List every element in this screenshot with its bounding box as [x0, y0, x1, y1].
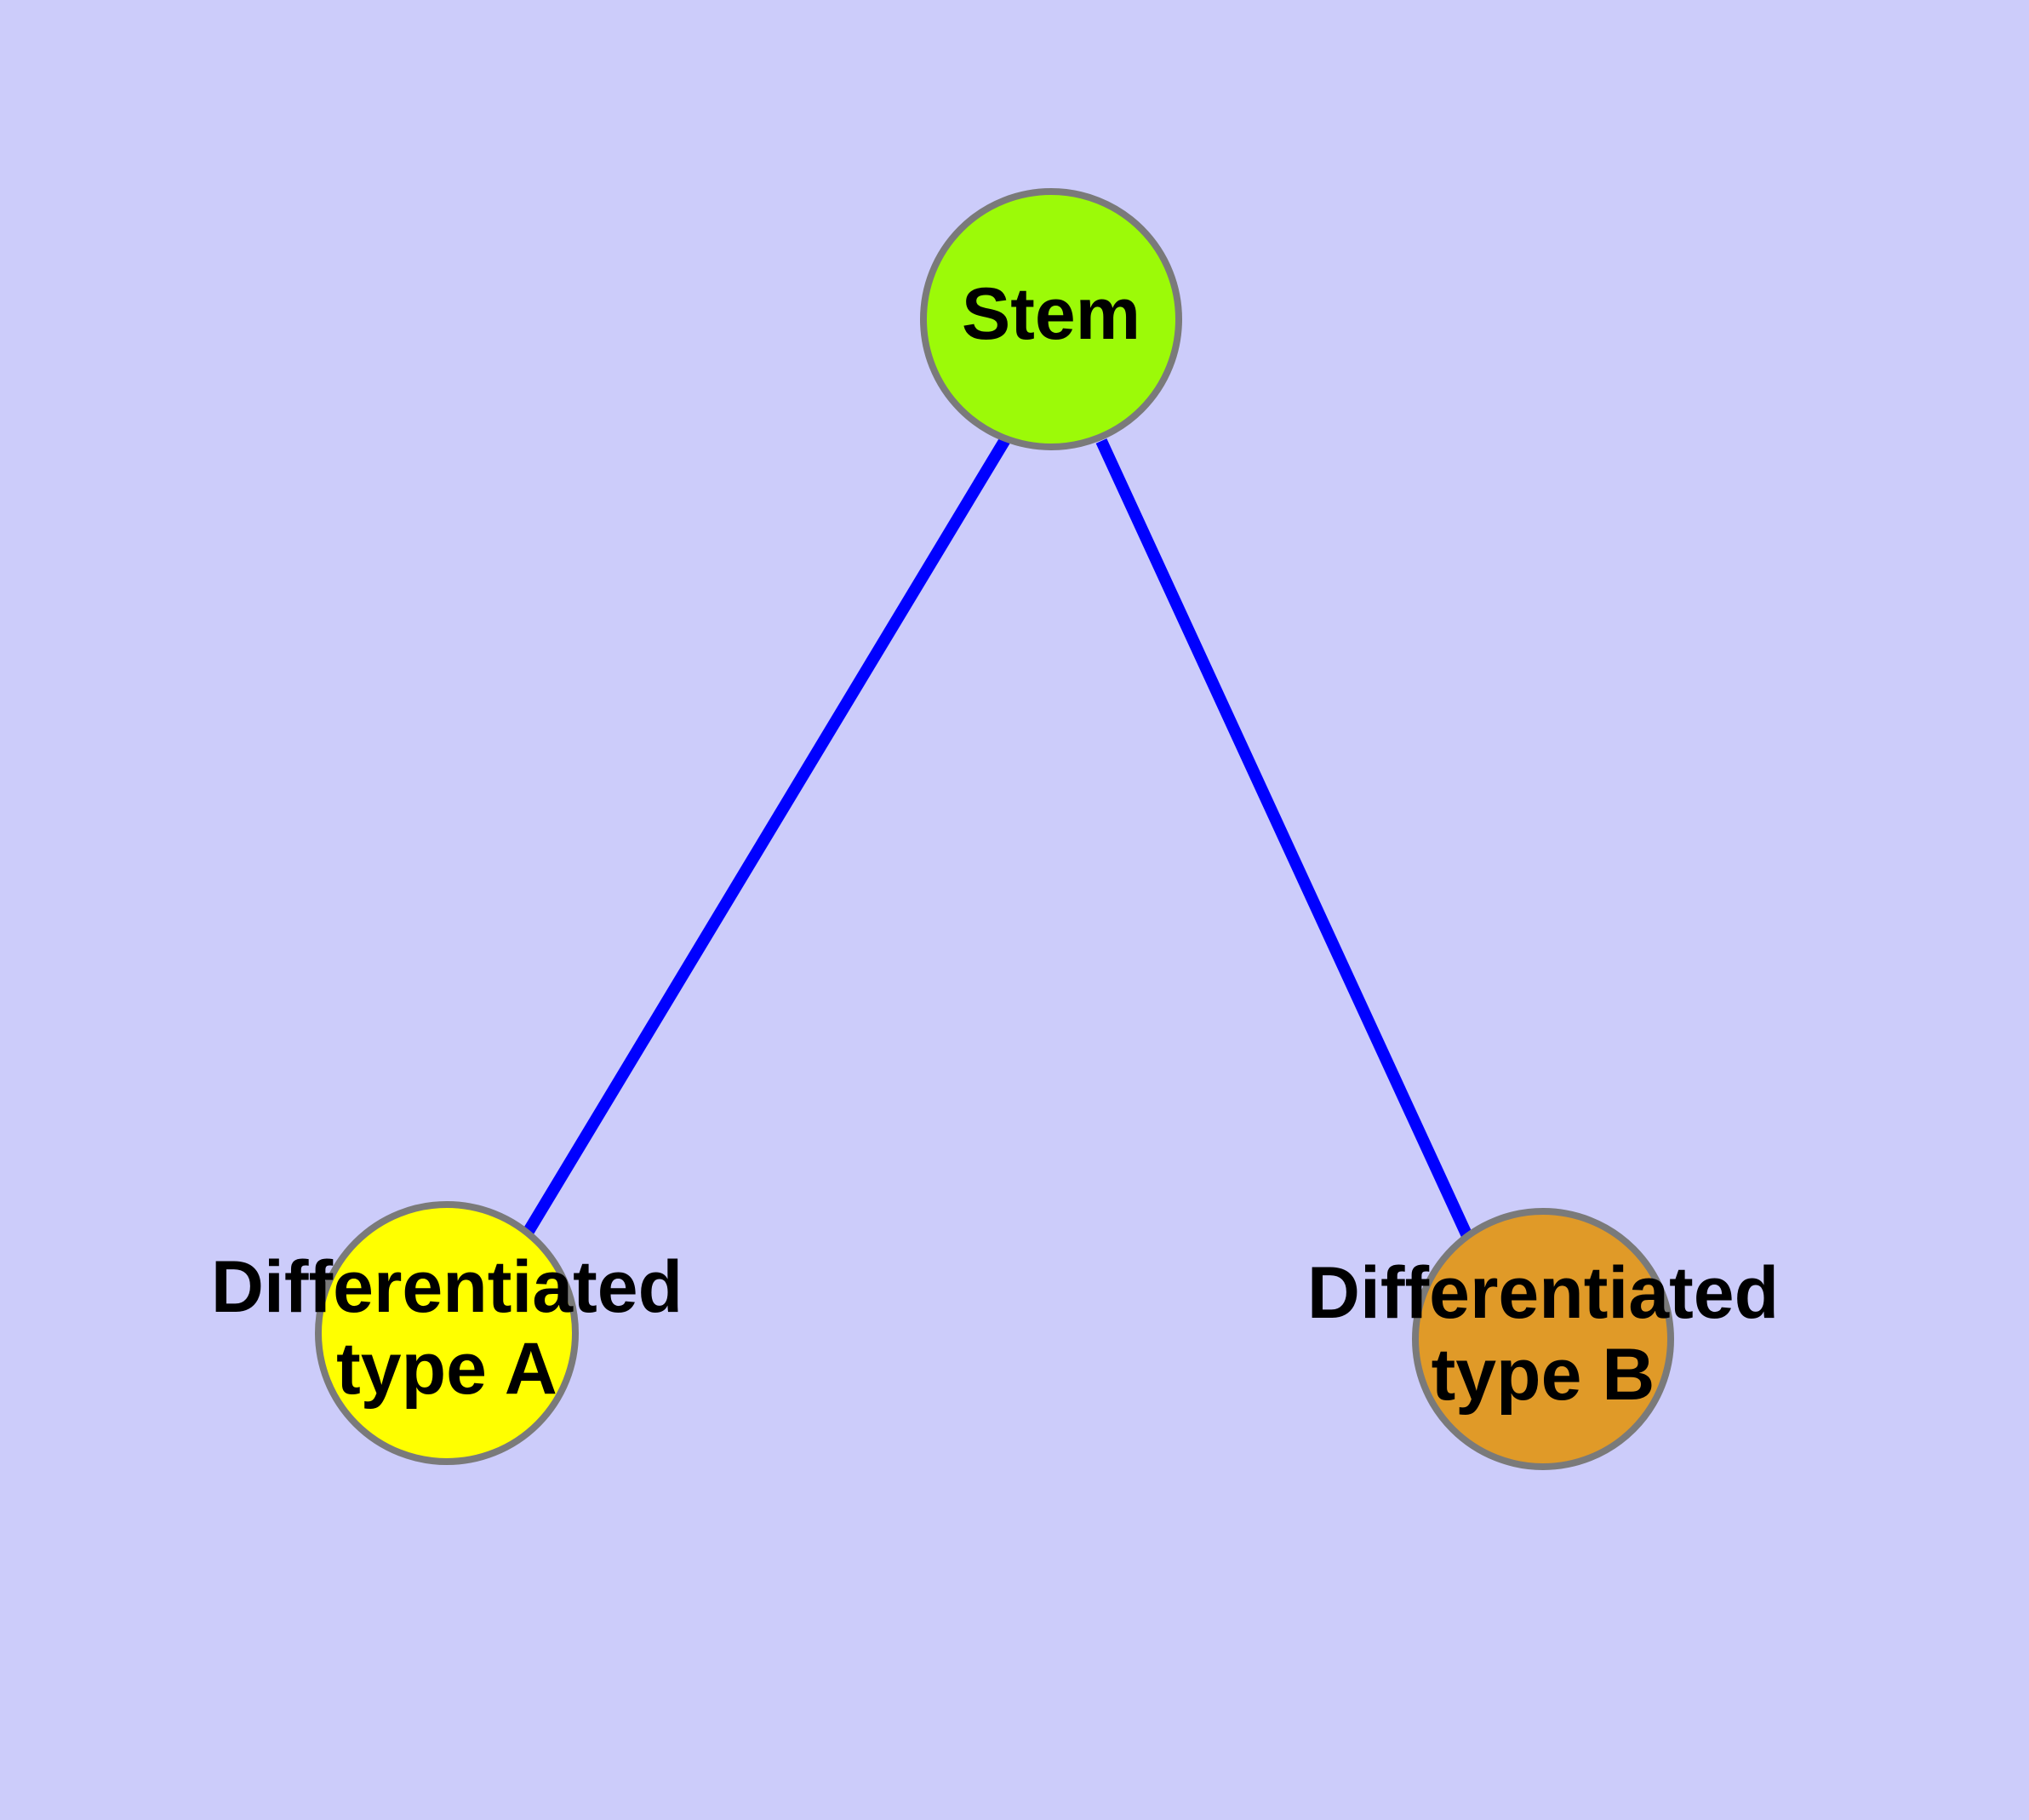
- node-circle-stem[interactable]: [920, 188, 1182, 450]
- edge-layer: [523, 435, 1473, 1239]
- node-circle-diff-a[interactable]: [315, 1201, 579, 1465]
- node-label-line: type A: [336, 1328, 557, 1410]
- edge-stem-to-diff-a[interactable]: [523, 435, 1011, 1236]
- node-circle-diff-b[interactable]: [1412, 1208, 1674, 1470]
- node-diff-b[interactable]: [1412, 1208, 1674, 1470]
- node-layer: [315, 188, 1674, 1470]
- node-stem[interactable]: [920, 188, 1182, 450]
- node-label-stem: Stem: [962, 273, 1140, 355]
- node-label-line: Stem: [962, 273, 1140, 355]
- node-label-line: type B: [1432, 1334, 1655, 1416]
- node-diff-a[interactable]: [315, 1201, 579, 1465]
- node-label-line: Differentiated: [211, 1246, 683, 1328]
- node-label-line: Differentiated: [1307, 1252, 1779, 1334]
- edge-stem-to-diff-b[interactable]: [1095, 438, 1473, 1239]
